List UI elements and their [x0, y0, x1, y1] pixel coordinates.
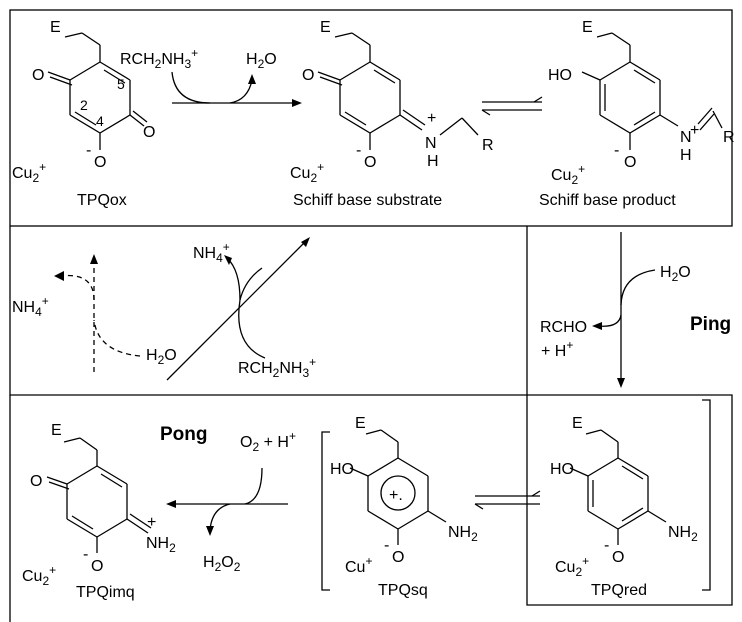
- substrate-e-label: E: [320, 19, 331, 36]
- tpqsq-name: TPQsq: [378, 582, 428, 599]
- molecule-schiff-product: E HO N + H R O - Cu2+ Schiff base produc…: [539, 19, 735, 209]
- tpqred-e-label: E: [572, 415, 583, 432]
- product-plus: +: [690, 122, 699, 139]
- tpqimq-name: TPQimq: [76, 584, 135, 601]
- tpqsq-nh2: NH2: [448, 524, 478, 544]
- tpqimq-o-top: O: [30, 473, 42, 490]
- substrate-plus: +: [427, 110, 436, 127]
- reagent-o2-h: O2 + H+: [240, 429, 296, 454]
- tpqred-nh2: NH2: [668, 524, 698, 544]
- tpqred-name: TPQred: [591, 582, 647, 599]
- substrate-o-top: O: [302, 67, 314, 84]
- tpqimq-cu: Cu2+: [22, 563, 56, 588]
- molecule-schiff-substrate: E O N + H R O - Cu2+ Schiff base substra…: [290, 19, 494, 209]
- arrow-tpqsq-to-tpqimq: [166, 467, 288, 536]
- reagent-h2o-top: H2O: [246, 51, 277, 71]
- reagent-nh4-middle: NH4+: [193, 240, 230, 265]
- reagent-h2o-left: H2O: [146, 347, 177, 367]
- tpqred-minus: -: [604, 537, 609, 554]
- substrate-h: H: [427, 153, 439, 170]
- tpqsq-e-label: E: [355, 415, 366, 432]
- tpqred-bracket-right: [702, 399, 711, 591]
- ping-label: Ping: [690, 314, 731, 335]
- equilibrium-substrate-product: [481, 96, 543, 116]
- tpqimq-plus: +: [147, 514, 156, 531]
- tpqox-e-label: E: [50, 19, 61, 36]
- tpqox-name: TPQox: [77, 192, 127, 209]
- molecule-tpqsq: E HO +. NH2 O - Cu+ TPQsq: [321, 415, 478, 599]
- product-minus: -: [614, 142, 619, 159]
- reagent-h-plus-ping: + H+: [541, 338, 573, 360]
- tpqox-atom-2: 2: [80, 97, 88, 113]
- tpqox-cu: Cu2+: [12, 160, 46, 185]
- product-h: H: [680, 147, 692, 164]
- product-name: Schiff base product: [539, 192, 676, 209]
- substrate-r: R: [482, 137, 494, 154]
- top-box: [9, 9, 733, 227]
- tpqsq-bracket-left: [321, 431, 330, 591]
- product-n: N: [680, 129, 692, 146]
- substrate-o-minus: O: [364, 154, 376, 171]
- substrate-name: Schiff base substrate: [293, 192, 442, 209]
- product-ho: HO: [548, 67, 572, 84]
- tpqsq-ho: HO: [330, 461, 354, 478]
- molecule-tpqimq: E O NH2 + O - Cu2+ TPQimq: [22, 422, 176, 601]
- product-e-label: E: [582, 19, 593, 36]
- tpqsq-o-minus: O: [392, 549, 404, 566]
- reagent-h2o-ping: H2O: [660, 264, 691, 284]
- tpqred-ho: HO: [550, 461, 574, 478]
- reagent-rcho: RCHO: [540, 319, 587, 336]
- tpqimq-e-label: E: [51, 422, 62, 439]
- dashed-hydrolysis-arrow: [54, 254, 141, 372]
- tpqimq-nh2: NH2: [146, 535, 176, 555]
- reagent-rch2nh3-top: RCH2NH3+: [120, 46, 198, 71]
- reagent-rch2nh3-middle: RCH2NH3+: [238, 355, 316, 380]
- tpqred-o-minus: O: [612, 549, 624, 566]
- tpqox-atom-5: 5: [117, 76, 125, 92]
- tpqox-o-right: O: [143, 124, 155, 141]
- substrate-n: N: [425, 135, 437, 152]
- arrow-product-to-tpqred: [592, 232, 656, 388]
- tpqimq-minus: -: [83, 546, 88, 563]
- substrate-minus: -: [356, 142, 361, 159]
- molecule-tpqred: E HO NH2 O - Cu2+ TPQred: [550, 399, 711, 599]
- tpqsq-cu: Cu+: [345, 554, 372, 576]
- tpqimq-o-minus: O: [91, 558, 103, 575]
- middle-frame: [9, 226, 528, 396]
- reagent-nh4-left: NH4+: [12, 294, 49, 319]
- substrate-cu: Cu2+: [290, 160, 324, 185]
- reagent-h2o2: H2O2: [203, 554, 241, 574]
- frame-lines: [9, 9, 733, 622]
- product-r: R: [723, 129, 735, 146]
- tpqsq-minus: -: [384, 537, 389, 554]
- product-cu: Cu2+: [551, 162, 585, 187]
- tpqox-o-minus: O: [94, 154, 106, 171]
- arrow-imq-to-substrate: [166, 237, 310, 381]
- tpqred-box: [526, 394, 733, 606]
- tpqox-o-top: O: [32, 67, 44, 84]
- molecule-tpqox: E O O 2 5 4 O - Cu2+ TPQox: [12, 19, 155, 209]
- tpqsq-radical-cation: +.: [389, 487, 403, 504]
- product-o-minus: O: [624, 154, 636, 171]
- tpqox-atom-4: 4: [96, 113, 104, 129]
- equilibrium-tpqsq-tpqred: [474, 490, 541, 510]
- tpqox-ring: [47, 32, 148, 150]
- tpqred-cu: Cu2+: [555, 554, 589, 579]
- arrow-tpqox-to-substrate: [171, 71, 302, 107]
- tpqox-minus: -: [86, 142, 91, 159]
- pong-label: Pong: [160, 424, 208, 445]
